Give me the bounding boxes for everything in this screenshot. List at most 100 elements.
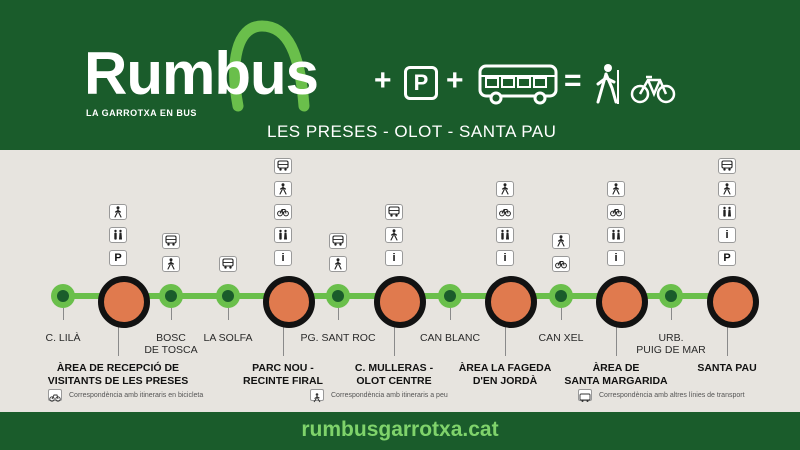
stop-tick-line — [338, 308, 339, 320]
stop-label-pg-sant-roc: PG. SANT ROC — [300, 332, 376, 344]
walking-icon — [329, 256, 347, 272]
formula-graphic: + P + = — [374, 60, 684, 110]
toilets-icon — [718, 204, 736, 220]
stop-tick-line — [228, 308, 229, 320]
toilets-icon — [274, 227, 292, 243]
stop-tick-line — [671, 308, 672, 320]
minor-stop-marker[interactable] — [51, 284, 75, 308]
minor-stop-marker[interactable] — [659, 284, 683, 308]
stop-label-line: C. MULLERAS - — [354, 362, 434, 374]
stop-tick-line — [171, 308, 172, 320]
walking-icon — [718, 181, 736, 197]
logo-loop-graphic — [229, 20, 310, 112]
major-stop-marker[interactable] — [707, 276, 759, 328]
stop-tick-line — [118, 316, 119, 356]
legend-bicycle-icon — [48, 389, 62, 402]
minor-stop-marker[interactable] — [159, 284, 183, 308]
stop-tick-line — [63, 308, 64, 320]
info-letter: i — [392, 252, 396, 264]
stop-label-line: PUIG DE MAR — [636, 344, 706, 357]
stop-label-line: SANTA MARGARIDA — [564, 374, 668, 387]
stop-label-line: ÀREA DE — [592, 362, 640, 374]
major-stop-marker[interactable] — [485, 276, 537, 328]
walking-icon — [385, 227, 403, 243]
parking-letter: P — [413, 70, 429, 95]
walking-icon — [109, 204, 127, 220]
plus-sign-1: + — [374, 64, 392, 97]
stop-tick-line — [727, 316, 728, 356]
parking-icon: P — [404, 66, 438, 100]
major-stop-marker[interactable] — [596, 276, 648, 328]
minor-stop-marker[interactable] — [549, 284, 573, 308]
walking-icon — [274, 181, 292, 197]
stop-tick-line — [394, 316, 395, 356]
info-letter: i — [725, 229, 729, 241]
info-icon: i — [718, 227, 736, 243]
stop-label-line: OLOT CENTRE — [356, 374, 432, 387]
legend-bus-icon — [578, 389, 592, 402]
route-title: LES PRESES - OLOT - SANTA PAU — [267, 122, 557, 141]
stop-label-line: ÀREA LA FAGEDA — [458, 362, 552, 374]
stop-label-line: URB. — [658, 332, 684, 344]
major-stop-marker[interactable] — [263, 276, 315, 328]
info-icon: i — [607, 250, 625, 266]
hiker-icon — [596, 64, 619, 104]
stop-label-line: ÀREA DE RECEPCIÓ DE — [56, 362, 180, 374]
toilets-icon — [496, 227, 514, 243]
bus-icon — [718, 158, 736, 174]
stop-label-can-blanc: CAN BLANC — [419, 332, 481, 344]
walking-icon — [496, 181, 514, 197]
stop-label-la-solfa: LA SOLFA — [203, 332, 253, 344]
plus-sign-2: + — [446, 64, 464, 97]
brand-logo: Rumbus — [84, 40, 319, 107]
walking-icon — [552, 233, 570, 249]
info-icon: i — [496, 250, 514, 266]
stop-label-area-preses: ÀREA DE RECEPCIÓ DE VISITANTS DE LES PRE… — [38, 362, 198, 387]
bicycle-icon — [274, 204, 292, 220]
stop-label-puig-de-mar: URB. PUIG DE MAR — [611, 332, 731, 356]
major-stop-marker[interactable] — [98, 276, 150, 328]
major-stop-marker[interactable] — [374, 276, 426, 328]
minor-stop-marker[interactable] — [326, 284, 350, 308]
bus-icon — [162, 233, 180, 249]
stop-label-santa-pau: SANTA PAU — [697, 362, 757, 374]
walking-icon — [607, 181, 625, 197]
header-banner: Rumbus LA GARROTXA EN BUS + P + = — [0, 0, 800, 150]
bicycle-icon — [607, 204, 625, 220]
stop-tick-line — [561, 308, 562, 320]
info-letter: i — [281, 252, 285, 264]
stop-label-line: BOSC — [156, 332, 186, 344]
stop-tick-line — [283, 316, 284, 356]
stop-label-santa-margarida: ÀREA DE SANTA MARGARIDA — [536, 362, 696, 387]
bus-icon — [274, 158, 292, 174]
stop-label-bosc-tosca: BOSC DE TOSCA — [111, 332, 231, 356]
brand-tagline: LA GARROTXA EN BUS — [86, 108, 197, 118]
stop-label-line: DE TOSCA — [144, 344, 198, 357]
bicycle-icon — [552, 256, 570, 272]
bicycle-icon — [496, 204, 514, 220]
stop-label-line: D'EN JORDÀ — [472, 374, 538, 387]
stop-tick-line — [450, 308, 451, 320]
bus-icon — [385, 204, 403, 220]
info-letter: i — [503, 252, 507, 264]
legend-walking-icon — [310, 389, 324, 403]
stop-label-line: PARC NOU - — [252, 362, 314, 374]
stop-tick-line — [505, 316, 506, 356]
legend-walk-text: Correspondència amb itineraris a peu — [331, 392, 448, 399]
bus-icon — [219, 256, 237, 272]
toilets-icon — [109, 227, 127, 243]
stop-label-line: RECINTE FIRAL — [243, 374, 323, 387]
legend-bus-text: Correspondència amb altres línies de tra… — [599, 392, 745, 399]
minor-stop-marker[interactable] — [438, 284, 462, 308]
stop-label-can-xel: CAN XEL — [538, 332, 584, 344]
minor-stop-marker[interactable] — [216, 284, 240, 308]
stop-label-line: VISITANTS DE LES PRESES — [47, 374, 189, 387]
equals-sign: = — [564, 64, 582, 97]
bicycle-icon — [630, 75, 676, 104]
bus-icon — [478, 64, 558, 105]
stop-label-area-fageda: ÀREA LA FAGEDA D'EN JORDÀ — [425, 362, 585, 387]
website-link[interactable]: rumbusgarrotxa.cat — [301, 418, 499, 441]
info-icon: i — [274, 250, 292, 266]
info-icon: i — [385, 250, 403, 266]
parking-letter: P — [723, 252, 731, 264]
